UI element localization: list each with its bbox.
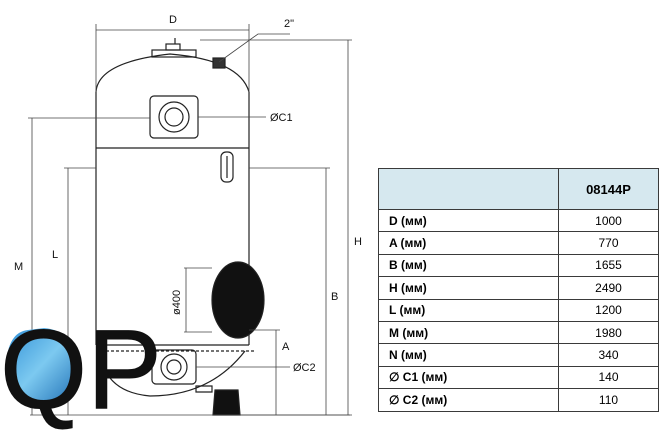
row-value: 1000 bbox=[558, 208, 659, 233]
company-logo: QP bbox=[0, 307, 162, 430]
header-model: 08144P bbox=[558, 168, 659, 210]
svg-text:QP: QP bbox=[0, 307, 162, 430]
row-value: 2490 bbox=[558, 276, 659, 300]
row-value: 1200 bbox=[558, 298, 659, 322]
label-d: D bbox=[169, 14, 177, 26]
row-param: L (мм) bbox=[378, 298, 559, 322]
table-row: L (мм)1200 bbox=[378, 298, 659, 322]
header-param bbox=[378, 168, 559, 210]
row-value: 140 bbox=[558, 365, 659, 390]
row-value: 110 bbox=[558, 388, 659, 412]
row-value: 1655 bbox=[558, 253, 659, 278]
label-b: B bbox=[331, 291, 338, 303]
table-row: ∅ C2 (мм)110 bbox=[378, 388, 659, 412]
label-m: M bbox=[14, 261, 23, 273]
label-l: L bbox=[52, 249, 58, 261]
row-param: M (мм) bbox=[378, 320, 559, 345]
row-param: ∅ C2 (мм) bbox=[378, 388, 559, 412]
label-h: H bbox=[354, 236, 362, 248]
table-row: A (мм)770 bbox=[378, 231, 659, 255]
row-param: N (мм) bbox=[378, 343, 559, 367]
label-a: A bbox=[282, 341, 290, 353]
row-param: D (мм) bbox=[378, 208, 559, 233]
table-row: N (мм)340 bbox=[378, 343, 659, 367]
table-header-row: 08144P bbox=[378, 168, 659, 210]
label-inlet: 2" bbox=[284, 18, 294, 30]
row-value: 1980 bbox=[558, 320, 659, 345]
row-value: 770 bbox=[558, 231, 659, 255]
label-manhole: ø400 bbox=[171, 290, 183, 315]
table-row: M (мм)1980 bbox=[378, 320, 659, 345]
table-row: B (мм)1655 bbox=[378, 253, 659, 278]
row-param: ∅ C1 (мм) bbox=[378, 365, 559, 390]
spec-table: 08144P D (мм)1000 A (мм)770 B (мм)1655 H… bbox=[378, 168, 659, 412]
dimension-labels: D 2" ØC1 ØC2 H M L B A ø400 bbox=[14, 14, 362, 374]
row-param: A (мм) bbox=[378, 231, 559, 255]
table-row: ∅ C1 (мм)140 bbox=[378, 365, 659, 390]
label-c1: ØC1 bbox=[270, 112, 293, 124]
table-row: H (мм)2490 bbox=[378, 276, 659, 300]
row-value: 340 bbox=[558, 343, 659, 367]
row-param: H (мм) bbox=[378, 276, 559, 300]
row-param: B (мм) bbox=[378, 253, 559, 278]
filter-vessel bbox=[95, 38, 265, 416]
table-row: D (мм)1000 bbox=[378, 208, 659, 233]
label-c2: ØC2 bbox=[293, 362, 316, 374]
